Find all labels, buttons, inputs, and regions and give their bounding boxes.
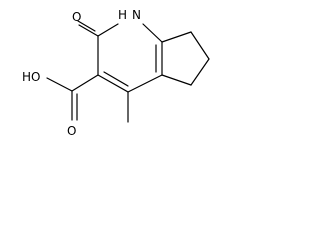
bond-c2-o [78, 24, 99, 37]
atom-labels: H N O HO O [22, 8, 141, 138]
bond-c3-carboxyl-c [71, 74, 99, 92]
carbonyl-oxygen-label: O [72, 10, 81, 24]
bond-n1-c7a [142, 23, 163, 43]
bond-c3-c4 [97, 74, 129, 93]
ring-nh-label: H [118, 8, 127, 22]
bond-c6-c5 [190, 58, 210, 86]
bond-c7a-c7 [161, 31, 192, 43]
bond-c2-o-double [77, 20, 96, 32]
carboxyl-oxygen-label: O [67, 124, 76, 138]
bond-c4-c4a [127, 74, 163, 93]
bond-carboxyl-c-oh [46, 77, 73, 92]
bond-n1-c2 [97, 23, 119, 37]
bond-c5-c4a [161, 74, 192, 86]
bond-c3-c4-inner [103, 71, 129, 87]
carboxyl-hydroxyl-label: HO [22, 70, 40, 84]
bond-c7-c6 [190, 31, 210, 60]
structure-diagram: H N O HO O [22, 8, 210, 138]
ring-n-label: N [132, 8, 141, 22]
bonds [46, 20, 210, 123]
